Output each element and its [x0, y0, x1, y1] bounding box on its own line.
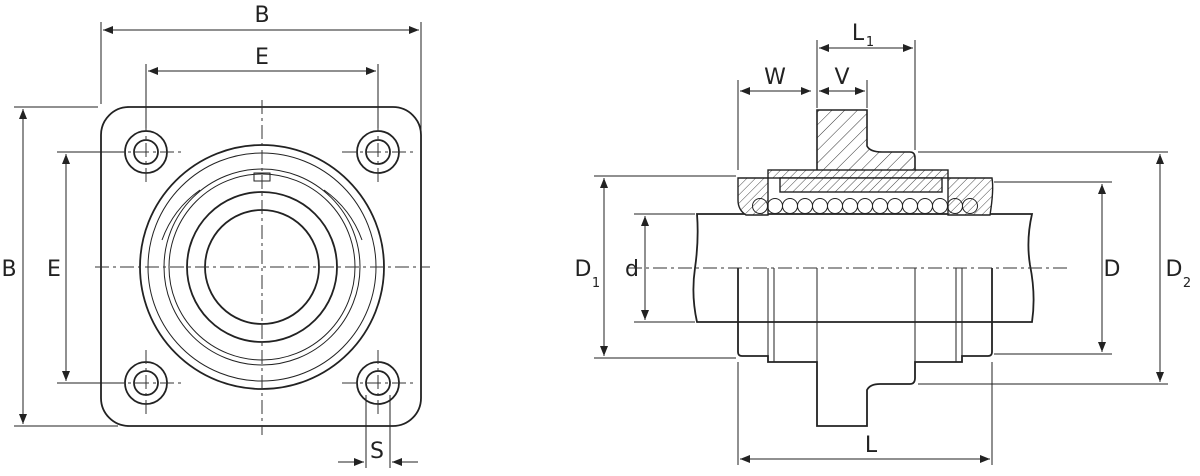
seal-right — [947, 177, 994, 216]
label-e-left: E — [47, 257, 61, 282]
label-d-outer: D — [1104, 257, 1121, 282]
label-d2: D — [1166, 257, 1183, 282]
label-s: S — [370, 439, 384, 464]
label-l: L — [865, 433, 878, 458]
label-b-left: B — [1, 257, 16, 282]
label-l1-sub: 1 — [866, 35, 874, 50]
seal-left — [737, 177, 769, 216]
flange-front-view: B E B E S — [1, 3, 430, 468]
label-l1: L — [852, 21, 865, 46]
flange-section-upper — [816, 109, 916, 177]
section-view: W V L 1 D 1 d D D 2 — [575, 21, 1191, 465]
label-d1: D — [575, 257, 592, 282]
ball-retainer-upper — [779, 177, 943, 193]
label-d: d — [625, 257, 639, 282]
label-d2-sub: 2 — [1183, 276, 1191, 291]
label-w: W — [764, 65, 786, 90]
label-v: V — [834, 65, 849, 90]
housing-shell-upper — [767, 169, 949, 179]
label-d1-sub: 1 — [592, 276, 600, 291]
bore-outer-circle — [186, 191, 338, 343]
label-e-top: E — [255, 45, 269, 70]
shaft — [692, 213, 1035, 323]
label-b-top: B — [254, 3, 269, 28]
housing-lower — [737, 268, 993, 427]
ball-row — [752, 198, 978, 214]
